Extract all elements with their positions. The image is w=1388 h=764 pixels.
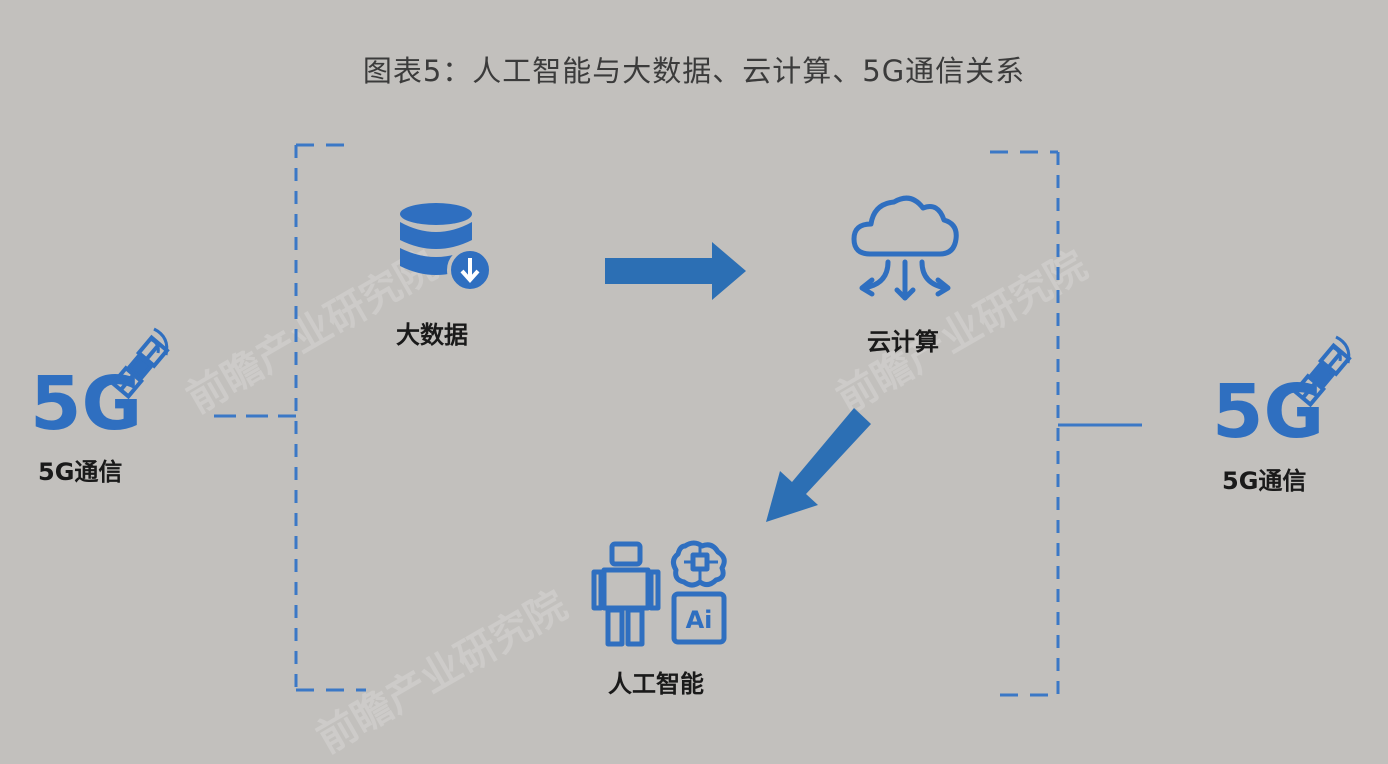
cloud-computing-label: 云计算: [867, 328, 939, 356]
page-title: 图表5：人工智能与大数据、云计算、5G通信关系: [362, 54, 1026, 88]
5g-left-label: 5G通信: [38, 458, 123, 486]
5g-satellite-icon: 5G: [1212, 335, 1352, 443]
arrow-cloud-to-ai: [766, 408, 871, 522]
connector-lines: [214, 143, 1142, 697]
5g-satellite-icon: 5G: [30, 327, 170, 435]
robot-brain-ai-icon: Ai: [591, 540, 727, 647]
5g-big-text: 5G: [1212, 369, 1324, 443]
5g-right-label: 5G通信: [1222, 467, 1307, 495]
database-download-icon: [400, 203, 493, 293]
5g-big-text: 5G: [30, 361, 142, 435]
big-data-label: 大数据: [396, 321, 468, 349]
diagram-canvas: 图表5：人工智能与大数据、云计算、5G通信关系 前瞻产业研究院 前瞻产业研究院 …: [30, 54, 1352, 762]
arrow-bigdata-to-cloud: [605, 242, 746, 300]
ai-chip-text: Ai: [686, 606, 713, 634]
cloud-computing-icon: [851, 195, 959, 301]
ai-label: 人工智能: [608, 670, 704, 698]
